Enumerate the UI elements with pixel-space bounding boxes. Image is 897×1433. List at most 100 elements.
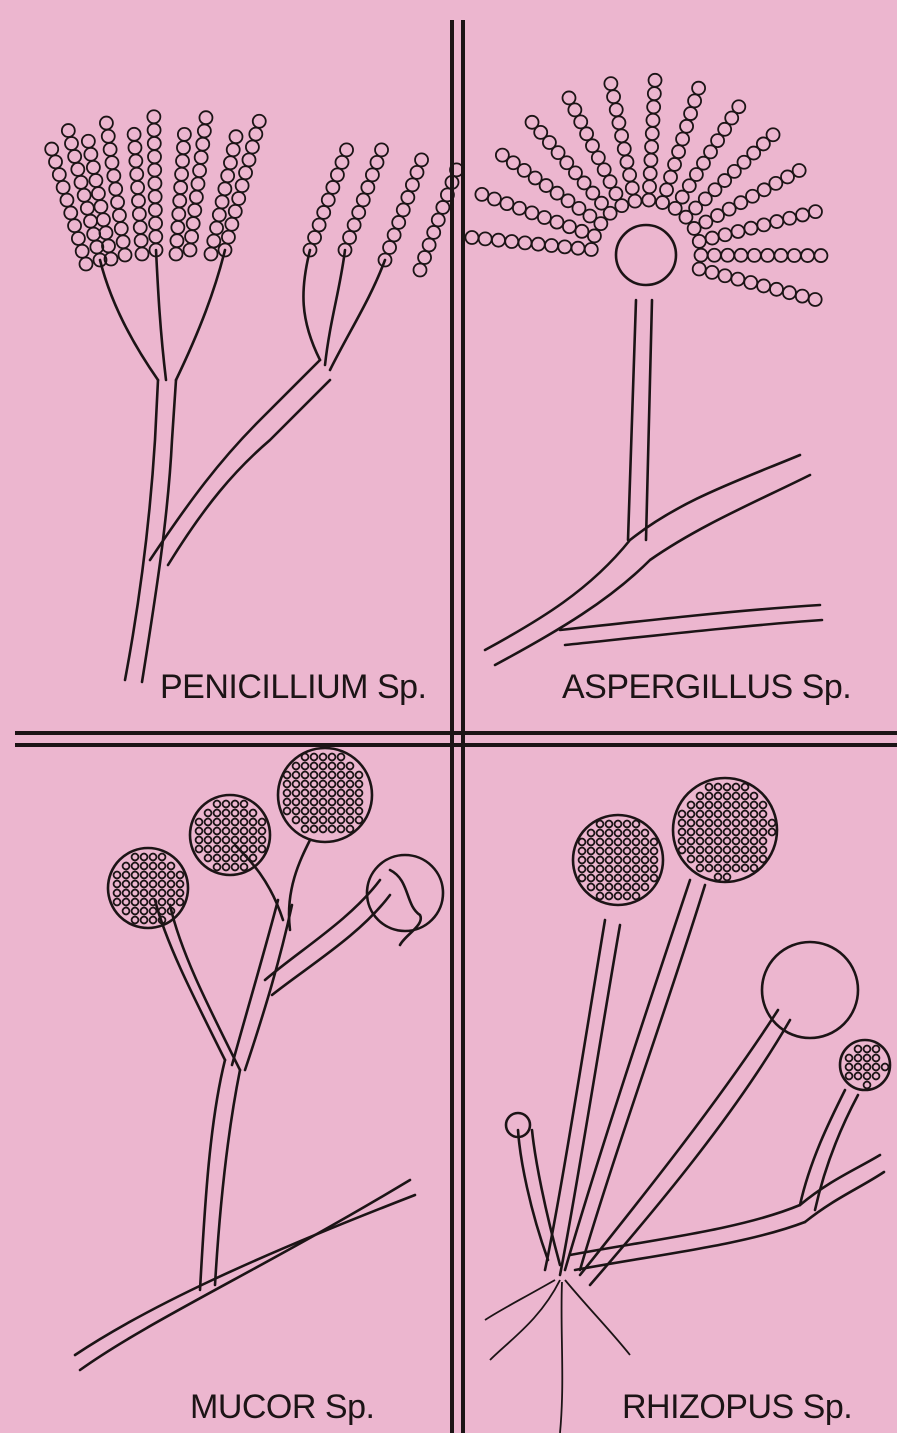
spore <box>129 154 142 167</box>
sporangiospore <box>338 763 345 770</box>
sporangiospore <box>320 754 327 761</box>
sporangiospore <box>205 837 212 844</box>
sporangiospore <box>769 820 776 827</box>
sporangiospore <box>855 1046 862 1053</box>
sporangiospore <box>715 802 722 809</box>
sporangiospore <box>232 819 239 826</box>
spore <box>770 283 783 296</box>
spore <box>170 234 183 247</box>
spore <box>525 206 538 219</box>
sporangiospore <box>597 830 604 837</box>
sporangiospore <box>132 881 139 888</box>
spore <box>115 222 128 235</box>
sporangiospore <box>724 847 731 854</box>
sporangiospore <box>241 801 248 808</box>
sporangiospore <box>606 866 613 873</box>
sporangiospore <box>633 857 640 864</box>
sporangiospore <box>597 857 604 864</box>
sporangiospore <box>338 799 345 806</box>
sporangiospore <box>697 802 704 809</box>
spore <box>100 117 113 130</box>
spore <box>229 205 242 218</box>
spore <box>615 129 628 142</box>
sporangiospore <box>724 802 731 809</box>
spore <box>148 177 161 190</box>
spore <box>199 111 212 124</box>
spore <box>94 200 107 213</box>
spore <box>225 218 238 231</box>
spore <box>744 276 757 289</box>
aspergillus-name: ASPERGILLUS <box>562 668 793 706</box>
sporangiospore <box>311 763 318 770</box>
sporangiospore <box>141 881 148 888</box>
sporangiospore <box>196 837 203 844</box>
spore <box>68 150 81 163</box>
spore <box>568 103 581 116</box>
sporangiospore <box>697 865 704 872</box>
sporangiospore <box>679 811 686 818</box>
spore <box>92 187 105 200</box>
spore <box>173 194 186 207</box>
spore <box>148 124 161 137</box>
penicillium-label: PENICILLIUM Sp. <box>160 668 427 707</box>
sporangiospore <box>311 754 318 761</box>
sporangiospore <box>293 790 300 797</box>
sporangiospore <box>132 908 139 915</box>
sporangiospore <box>302 817 309 824</box>
sporangiospore <box>697 856 704 863</box>
sporangiospore <box>724 811 731 818</box>
spore <box>335 156 348 169</box>
spore <box>308 231 321 244</box>
sporangiospore <box>302 763 309 770</box>
sporangiospore <box>123 881 130 888</box>
sporangiospore <box>311 826 318 833</box>
spore <box>171 221 184 234</box>
sporangiospore <box>241 864 248 871</box>
sporangiospore <box>311 781 318 788</box>
sporangiospore <box>284 799 291 806</box>
spore <box>64 206 77 219</box>
spore <box>809 205 822 218</box>
sporangiospore <box>302 781 309 788</box>
sporangiospore <box>214 801 221 808</box>
sporangiospore <box>688 811 695 818</box>
sporangiospore <box>232 810 239 817</box>
sporangiospore <box>356 817 363 824</box>
spore <box>205 248 218 261</box>
spore <box>216 195 229 208</box>
spore <box>558 240 571 253</box>
sporangiospore <box>688 838 695 845</box>
sporangiospore <box>132 899 139 906</box>
sporangiospore <box>232 801 239 808</box>
sporangiospore <box>760 811 767 818</box>
sporangiospore <box>846 1055 853 1062</box>
spore <box>748 249 761 262</box>
sporangiospore <box>214 810 221 817</box>
spore <box>74 176 87 189</box>
sporangiospore <box>606 839 613 846</box>
spore <box>545 239 558 252</box>
sporangiospore <box>214 819 221 826</box>
sporangiospore <box>633 821 640 828</box>
spore <box>361 181 374 194</box>
sporangiospore <box>873 1073 880 1080</box>
spore <box>644 167 657 180</box>
sporangiospore <box>132 854 139 861</box>
spore <box>149 230 162 243</box>
sporangiospore <box>196 828 203 835</box>
spore <box>406 178 419 191</box>
sporangiospore <box>715 865 722 872</box>
sporangiospore <box>196 846 203 853</box>
sporangiospore <box>733 793 740 800</box>
sporangiospore <box>760 802 767 809</box>
sporangiospore <box>205 846 212 853</box>
sporangiospore <box>259 828 266 835</box>
sporangiospore <box>724 838 731 845</box>
spore <box>575 225 588 238</box>
sporangiospore <box>633 839 640 846</box>
sporangiospore <box>651 857 658 864</box>
sporangiospore <box>356 781 363 788</box>
sporangiospore <box>250 855 257 862</box>
spore <box>646 114 659 127</box>
spore <box>104 143 117 156</box>
